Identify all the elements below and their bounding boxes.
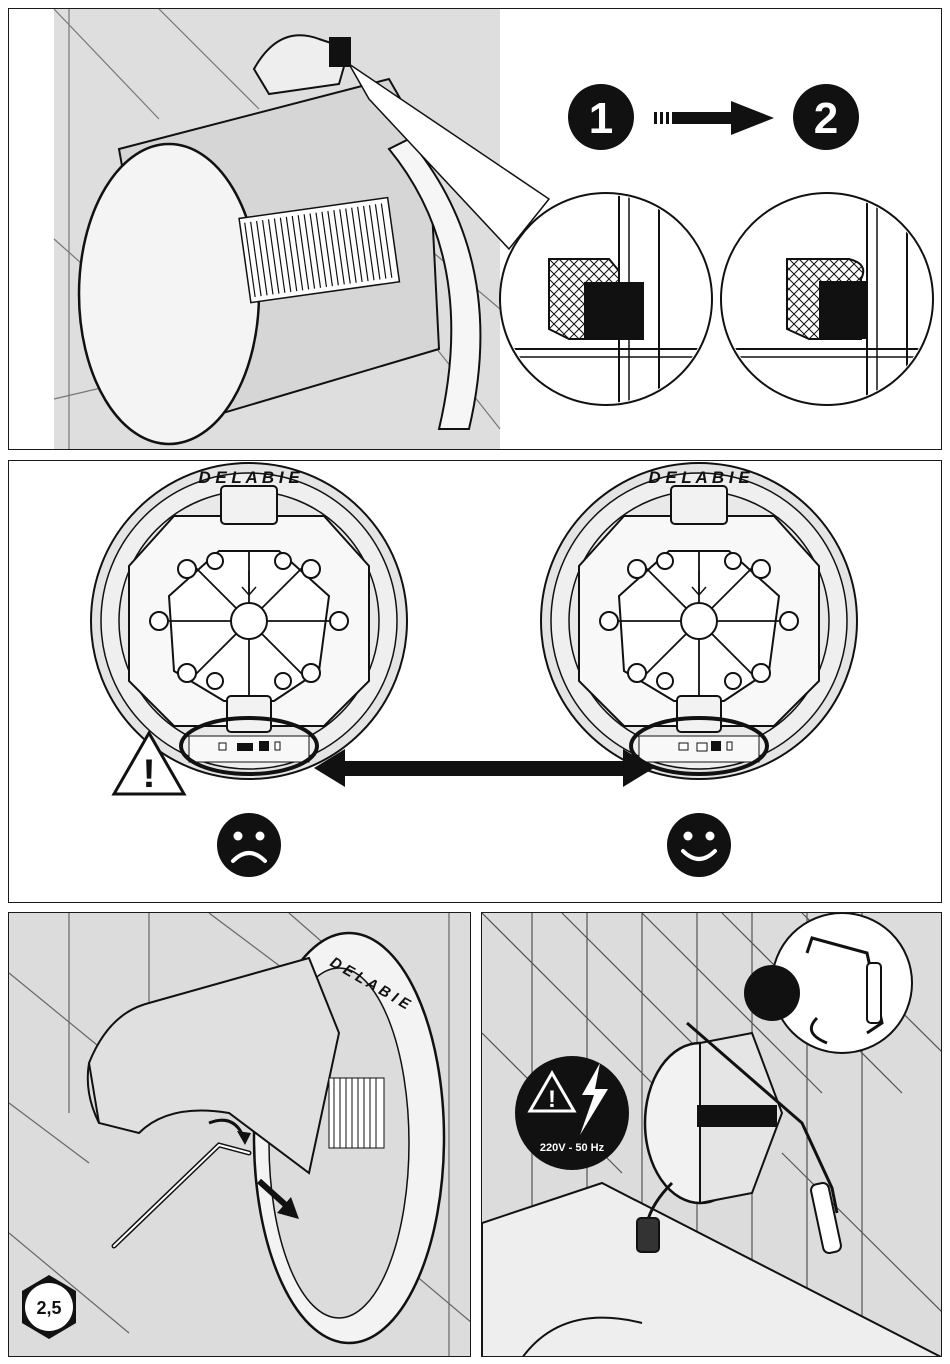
detail-view-after [719, 189, 939, 429]
brand-text-left: D E L A B I E [198, 468, 300, 487]
seal-black-block [329, 37, 351, 67]
panel-seal-detail: 1 2 [8, 8, 942, 450]
hex-key-illustration: D E L A B I E 2,5 [9, 913, 471, 1357]
svg-text:!: ! [548, 1086, 556, 1113]
connector [637, 1218, 659, 1252]
brand-text-right: D E L A B I E [648, 468, 750, 487]
progress-arrow [654, 101, 774, 135]
panel-hex-key-tightening: D E L A B I E 2,5 [8, 912, 471, 1357]
alignment-illustration: D E L A B I E D E L A B I E [9, 461, 942, 903]
panel-alignment-check: D E L A B I E D E L A B I E [8, 460, 942, 903]
step-dot [744, 965, 800, 1021]
voltage-label: 220V - 50 Hz [540, 1142, 605, 1154]
svg-text:2,5: 2,5 [36, 1298, 61, 1318]
panel-electrical-connection: ! 220V - 50 Hz [481, 912, 942, 1357]
sleeve-dark-band [697, 1105, 777, 1127]
step-number-1: 1 [589, 94, 613, 143]
seal-installation-illustration: 1 2 [9, 9, 942, 450]
plate-aligned: D E L A B I E [541, 463, 857, 779]
step-number-2: 2 [814, 94, 838, 143]
detail-view-before [499, 189, 712, 429]
electrical-warning-badge: ! 220V - 50 Hz [515, 1056, 629, 1170]
plate-misaligned: D E L A B I E [91, 463, 407, 779]
happy-face-icon [667, 813, 731, 877]
sad-face-icon [217, 813, 281, 877]
electrical-illustration: ! 220V - 50 Hz [482, 913, 942, 1357]
compare-double-arrow [314, 749, 654, 787]
sleeve-front-face [79, 144, 259, 444]
svg-text:!: ! [142, 752, 155, 796]
